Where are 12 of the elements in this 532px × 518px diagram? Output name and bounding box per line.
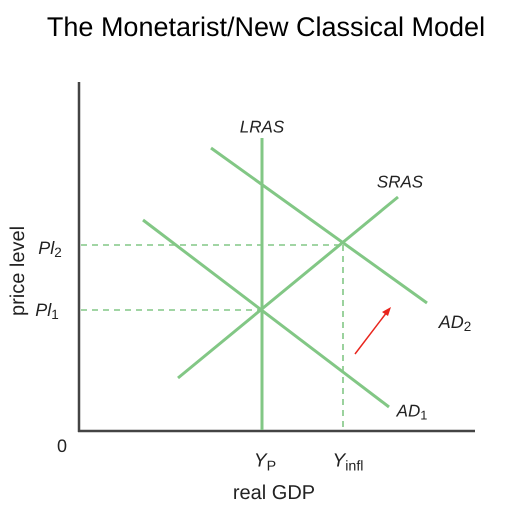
title: The Monetarist/New Classical Model bbox=[46, 11, 486, 44]
tick-label: Pl$_{1}$ bbox=[35, 301, 59, 319]
axis-label: real GDP bbox=[232, 483, 316, 503]
tick-label: Y$_{P}$ bbox=[254, 452, 276, 470]
axis-label: price level bbox=[8, 226, 28, 316]
curve-label: AD$_{2}$ bbox=[438, 313, 472, 331]
curve-label: SRAS bbox=[376, 174, 424, 190]
tick-label: Y$_{infl}$ bbox=[332, 452, 364, 470]
tick-label: Pl$_{2}$ bbox=[38, 239, 62, 257]
tick-label: 0 bbox=[57, 437, 67, 455]
curve-label: LRAS bbox=[240, 118, 284, 136]
curve-label: AD$_{1}$ bbox=[396, 402, 428, 420]
